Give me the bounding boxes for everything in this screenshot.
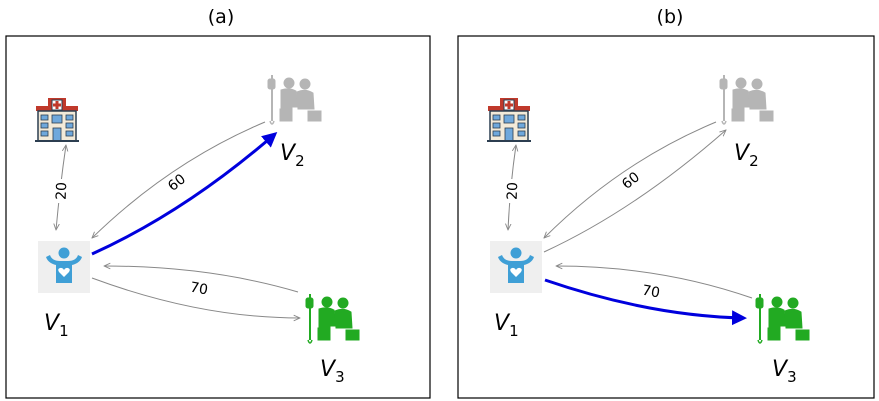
edge-v2-v1 bbox=[92, 121, 266, 238]
doctor-consult-gray-icon bbox=[266, 73, 323, 126]
patient-icon bbox=[490, 241, 542, 293]
panel-b: (b) 20 60 70 V1 V2 V3 bbox=[457, 6, 875, 399]
edge-v1-v2 bbox=[543, 130, 726, 253]
hospital-icon bbox=[483, 93, 535, 145]
panel-a-frame bbox=[5, 35, 431, 399]
edge-v3-v1 bbox=[104, 266, 299, 293]
edge-v1-v2-highlighted bbox=[91, 132, 278, 256]
node-label-v2: V2 bbox=[280, 141, 305, 170]
doctor-consult-green-icon bbox=[304, 292, 361, 345]
hospital-icon bbox=[31, 93, 83, 145]
edge-v2-v1 bbox=[544, 121, 717, 238]
node-label-v3: V3 bbox=[772, 357, 797, 386]
doctor-consult-gray-icon bbox=[718, 73, 775, 126]
node-label-v1: V1 bbox=[44, 311, 69, 340]
node-label-v2: V2 bbox=[734, 141, 759, 170]
panel-a-title: (a) bbox=[208, 6, 234, 28]
panel-b-title: (b) bbox=[657, 6, 684, 28]
panel-a: (a) 20 60 70 V1 V2 V3 bbox=[5, 6, 431, 399]
edge-label-v1-v3: 70 bbox=[189, 280, 209, 299]
panel-b-frame bbox=[457, 35, 875, 399]
edge-label-hospital-v1: 20 bbox=[54, 182, 71, 200]
edge-v1-v3 bbox=[91, 277, 300, 318]
node-label-v1: V1 bbox=[494, 311, 519, 340]
edge-label-v1-v3: 70 bbox=[641, 283, 661, 302]
edge-label-hospital-v1: 20 bbox=[505, 182, 522, 200]
doctor-consult-green-icon bbox=[754, 292, 811, 345]
patient-icon bbox=[38, 241, 90, 293]
node-label-v3: V3 bbox=[320, 357, 345, 386]
edge-v3-v1 bbox=[556, 266, 753, 299]
edge-v1-v3-highlighted bbox=[544, 278, 747, 326]
